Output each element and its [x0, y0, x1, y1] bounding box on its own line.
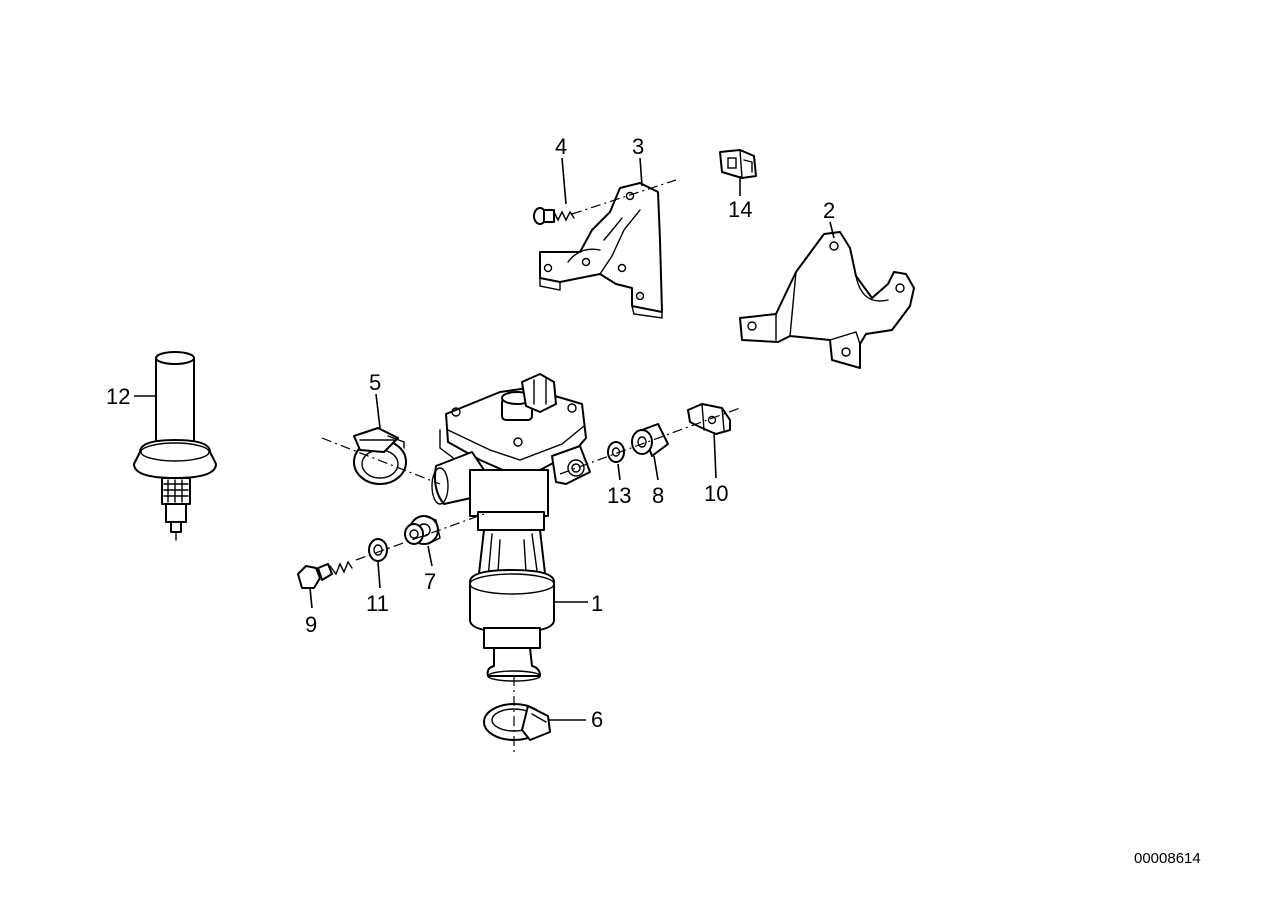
part-4-screw[interactable]: [533, 207, 575, 225]
callout-14: 14: [728, 197, 752, 222]
callout-2: 2: [823, 198, 835, 223]
callout-labels: 1 2 3 4 5 6 7 8 9 10 11 12 13 14: [106, 134, 835, 732]
part-1-valve[interactable]: [431, 373, 591, 682]
part-2-bracket[interactable]: [739, 231, 915, 369]
callout-11: 11: [366, 591, 389, 616]
callout-8: 8: [652, 483, 664, 508]
part-14-clip-nut[interactable]: [719, 149, 757, 179]
callout-3: 3: [632, 134, 644, 159]
document-number: 00008614: [1134, 850, 1201, 867]
part-3-bracket[interactable]: [539, 182, 663, 319]
part-10-clip[interactable]: [687, 403, 731, 435]
part-6-hose-clamp[interactable]: [483, 703, 551, 741]
callout-6: 6: [591, 707, 603, 732]
part-12-sensor[interactable]: [133, 351, 217, 541]
callout-10: 10: [704, 481, 728, 506]
callout-1: 1: [591, 591, 603, 616]
part-5-hose-clamp[interactable]: [353, 427, 407, 485]
callout-4: 4: [555, 134, 567, 159]
callout-13: 13: [607, 483, 631, 508]
callout-12: 12: [106, 384, 130, 409]
assembly-axes: [321, 179, 741, 752]
callout-7: 7: [424, 569, 436, 594]
part-8-bushing[interactable]: [631, 423, 669, 457]
callout-9: 9: [305, 612, 317, 637]
part-11-washer[interactable]: [368, 538, 388, 562]
callout-5: 5: [369, 370, 381, 395]
part-7-grommet[interactable]: [404, 515, 441, 545]
leader-lines: [134, 157, 835, 721]
part-9-bolt[interactable]: [297, 560, 353, 589]
